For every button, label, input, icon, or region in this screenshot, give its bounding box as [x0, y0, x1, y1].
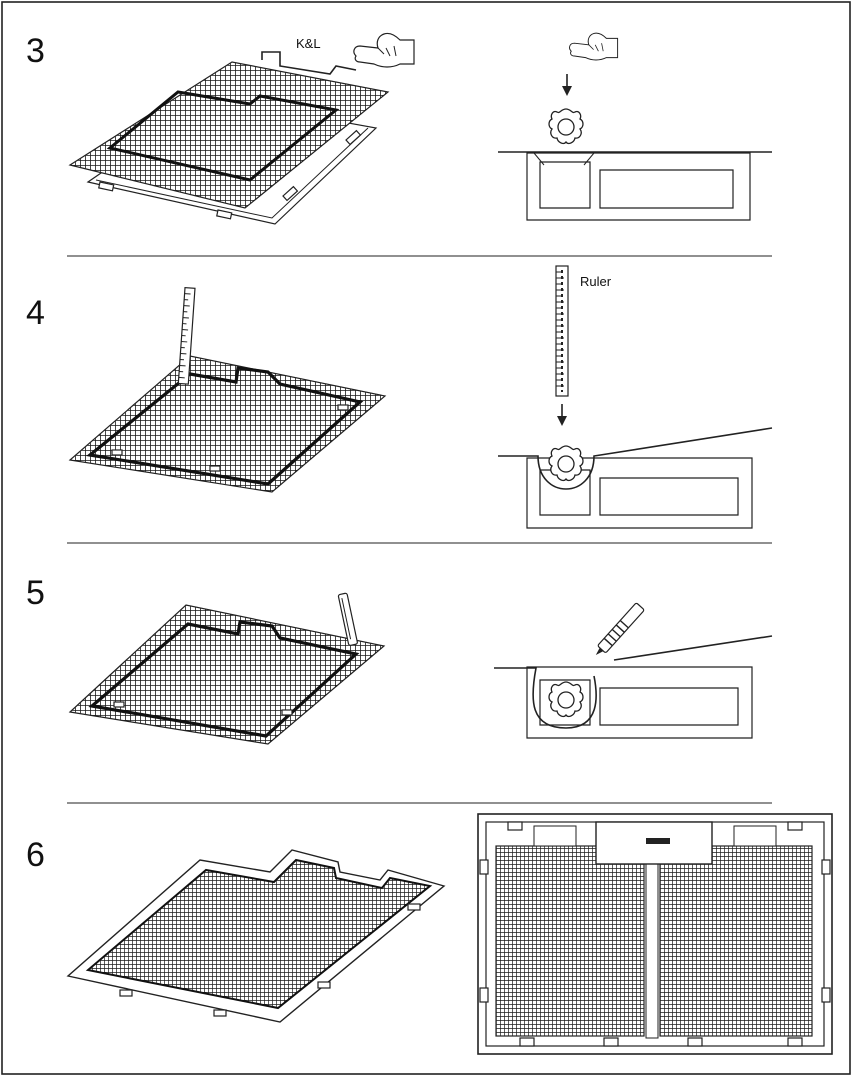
step-3: 3 K&L: [26, 32, 772, 225]
label-ruler: Ruler: [580, 274, 612, 289]
down-arrow-icon: [556, 403, 568, 427]
screen-mesh: [68, 61, 390, 209]
cross-section-detail: [498, 32, 772, 221]
ruler-icon: [177, 287, 196, 385]
finished-screen: [66, 849, 446, 1023]
step-5: 5: [26, 574, 773, 745]
utility-knife-icon: [337, 592, 358, 646]
down-arrow-icon: [561, 73, 573, 97]
utility-knife-icon: [595, 602, 645, 656]
label-k-l: K&L: [296, 36, 321, 51]
spline-roller-icon: [548, 681, 584, 718]
hand-pointer-icon: [353, 32, 415, 68]
cross-section-detail: [494, 602, 773, 739]
spline-roller-icon: [548, 445, 584, 482]
screen-top-view: [477, 813, 833, 1055]
hand-pointer-icon: [569, 32, 619, 61]
step-number: 3: [26, 32, 45, 70]
notch-outline: [261, 51, 357, 75]
step-number: 5: [26, 574, 45, 612]
step-number: 6: [26, 836, 45, 874]
cross-section-detail: Ruler: [498, 265, 773, 529]
spline-roller-icon: [548, 108, 584, 145]
step-number: 4: [26, 294, 45, 332]
screen-mesh: [68, 604, 386, 745]
step-4: 4 Ruler: [26, 265, 773, 529]
screen-mesh: [68, 355, 387, 493]
ruler-icon: [555, 265, 569, 397]
step-6: 6: [26, 813, 833, 1055]
